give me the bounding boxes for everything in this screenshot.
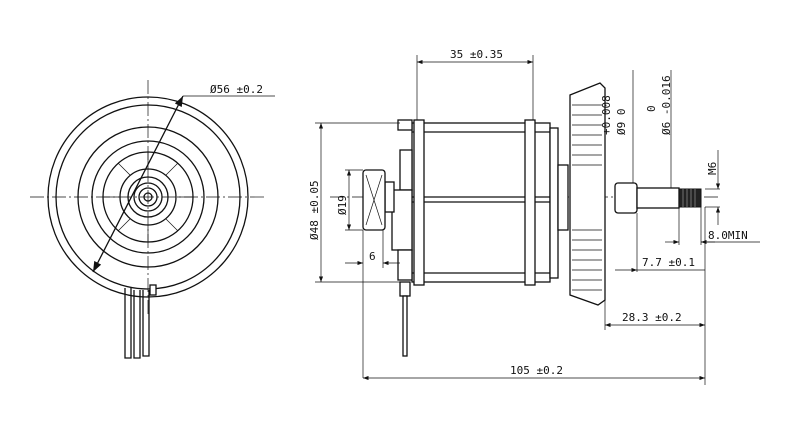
dim-shoulder-diameter: Ø9 0 (615, 109, 628, 136)
dim-pulley-offset: 6 (369, 250, 376, 263)
threaded-end (678, 188, 702, 208)
dim-shoulder-length: 7.7 ±0.1 (642, 256, 695, 269)
shaft-shoulder (614, 182, 638, 214)
dim-thread-length: 8.0MIN (708, 229, 748, 242)
dimension-lines: 35 ±0.35 Ø48 ±0.05 Ø19 6 +0.008 Ø9 0 0 Ø… (308, 48, 760, 385)
side-view (330, 82, 720, 357)
dim-overall-length: 105 ±0.2 (510, 364, 563, 377)
dim-shaft-diameter: Ø6 -0.016 (660, 75, 673, 135)
lead-wires (124, 284, 157, 359)
dim-stator-diameter: Ø48 ±0.05 (308, 180, 321, 240)
dim-shaft-tol: 0 (645, 105, 658, 112)
dim-outer-diameter: Ø56 ±0.2 (210, 83, 263, 96)
dim-pulley-diameter: Ø19 (336, 195, 349, 215)
front-view: Ø56 ±0.2 (30, 80, 275, 359)
dim-shaft-extension: 28.3 ±0.2 (622, 311, 682, 324)
dim-thread: M6 (706, 162, 719, 175)
dim-stator-length: 35 ±0.35 (450, 48, 503, 61)
dim-shoulder-tol: +0.008 (600, 95, 613, 135)
